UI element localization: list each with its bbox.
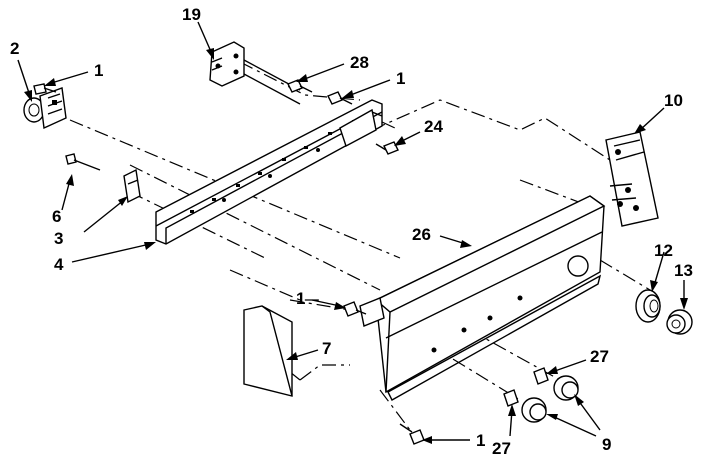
- label-part-26: 26: [412, 225, 431, 244]
- part-9-knob-a: [553, 375, 579, 401]
- part-13-knob: [666, 309, 693, 335]
- part-number-labels: 1 2 19 28 1 10 24 6 3 4 26 12 13 1 7 27 …: [10, 5, 693, 458]
- part-2-switch: [23, 87, 67, 130]
- label-part-3: 3: [54, 229, 63, 248]
- part-27-spring-a: [533, 367, 549, 385]
- part-1-screw-a: [33, 83, 57, 95]
- label-part-12: 12: [654, 241, 673, 260]
- label-part-1-b: 1: [396, 69, 405, 88]
- label-part-10: 10: [664, 91, 683, 110]
- label-part-1-d: 1: [476, 431, 485, 450]
- part-10-end-bracket: [605, 131, 659, 227]
- part-4-rail: [155, 99, 383, 245]
- label-part-2: 2: [10, 39, 19, 58]
- label-part-13: 13: [674, 261, 693, 280]
- part-1-screw-d: [399, 423, 425, 445]
- label-part-9: 9: [602, 435, 611, 454]
- label-part-1-a: 1: [94, 61, 103, 80]
- part-1-screw-b: [327, 91, 353, 105]
- part-26-console-panel: [359, 195, 606, 401]
- label-part-27-b: 27: [492, 439, 511, 458]
- label-part-24: 24: [424, 117, 443, 136]
- part-24-screw: [375, 141, 399, 155]
- part-7-side-panel: [243, 305, 293, 397]
- label-part-7: 7: [322, 339, 331, 358]
- label-part-6: 6: [52, 207, 61, 226]
- part-3-clip: [123, 168, 141, 204]
- part-12-bezel: [635, 289, 661, 323]
- label-part-1-c: 1: [296, 289, 305, 308]
- label-part-28: 28: [350, 53, 369, 72]
- part-6-screw: [65, 153, 101, 171]
- label-part-27-a: 27: [590, 347, 609, 366]
- part-27-spring-b: [503, 389, 519, 407]
- part-9-knob-b: [521, 397, 547, 423]
- label-part-4: 4: [54, 255, 64, 274]
- leader-lines: [17, 21, 688, 444]
- label-part-19: 19: [182, 5, 201, 24]
- part-19-bracket: [209, 41, 301, 105]
- part-1-screw-c: [343, 301, 367, 317]
- part-28-screw: [287, 79, 313, 93]
